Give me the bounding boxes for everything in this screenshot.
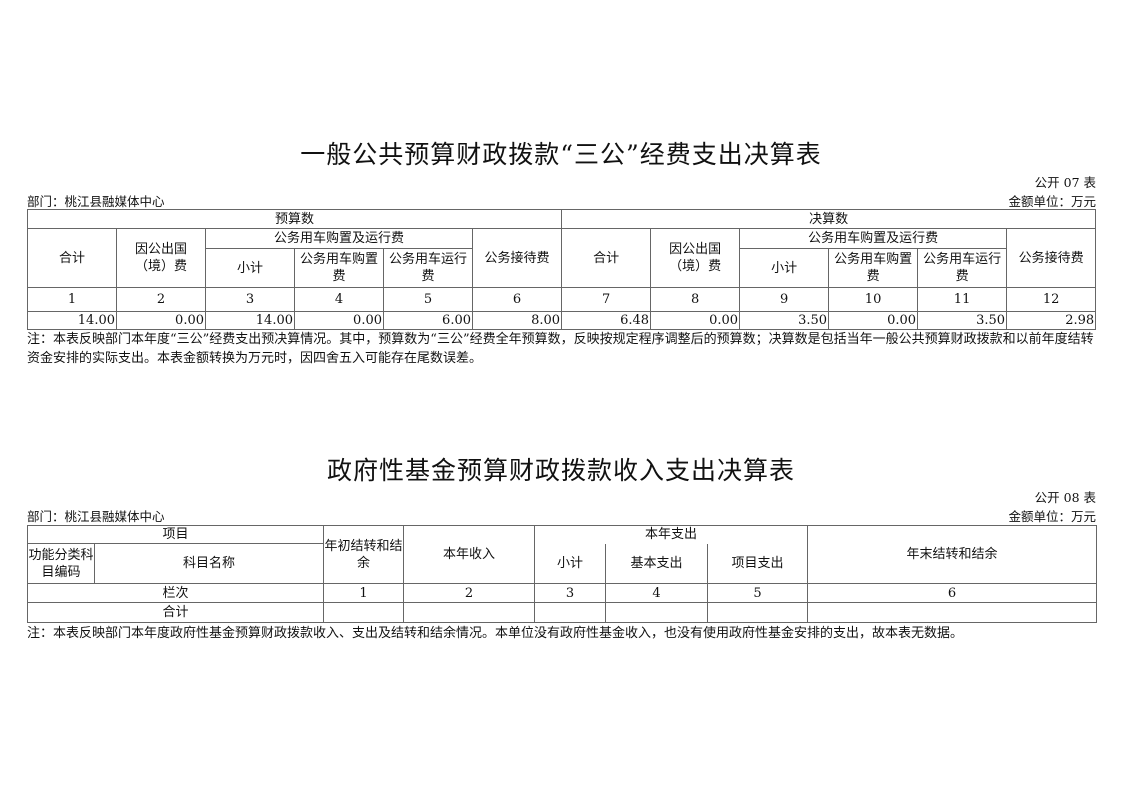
header-income: 本年收入 xyxy=(403,525,536,584)
table1-title: 一般公共预算财政拨款“三公”经费支出决算表 xyxy=(300,140,822,169)
header-end-balance: 年末结转和结余 xyxy=(807,525,1098,584)
final-header: 决算数 xyxy=(561,209,1097,229)
header-reception: 公务接待费 xyxy=(1006,228,1097,288)
value-cell: 2.98 xyxy=(1006,311,1097,330)
value-cell: 3.50 xyxy=(739,311,830,330)
table1-note: 注：本表反映部门本年度“三公”经费支出预决算情况。其中，预算数为“三公”经费全年… xyxy=(27,332,1094,366)
header-item: 项目 xyxy=(26,525,325,544)
header-subtotal: 小计 xyxy=(739,248,830,288)
table2-note: 注：本表反映部门本年度政府性基金预算财政拨款收入、支出及结转和结余情况。本单位没… xyxy=(27,626,964,641)
header-car-purchase: 公务用车购置费 xyxy=(828,248,919,288)
table1-code: 公开 07 表 xyxy=(1034,175,1096,190)
column-number: 8 xyxy=(650,287,741,312)
column-number: 7 xyxy=(561,287,652,312)
column-number: 1 xyxy=(27,287,117,312)
header-car: 公务用车购置及运行费 xyxy=(739,228,1008,249)
column-number: 5 xyxy=(383,287,473,312)
column-number: 2 xyxy=(403,583,536,603)
header-abroad: 因公出国（境）费 xyxy=(116,228,206,288)
column-number: 10 xyxy=(828,287,919,312)
column-number: 3 xyxy=(205,287,295,312)
value-cell: 3.50 xyxy=(917,311,1008,330)
column-number: 2 xyxy=(116,287,206,312)
header-reception: 公务接待费 xyxy=(471,228,563,288)
column-number: 4 xyxy=(605,583,709,603)
header-spending: 本年支出 xyxy=(534,525,809,544)
header-total: 合计 xyxy=(27,228,117,288)
total-label: 合计 xyxy=(26,602,325,623)
table2-title: 政府性基金预算财政拨款收入支出决算表 xyxy=(326,456,795,485)
header-abroad: 因公出国（境）费 xyxy=(650,228,741,288)
header-total: 合计 xyxy=(561,228,652,288)
value-cell: 0.00 xyxy=(294,311,384,330)
column-number: 5 xyxy=(707,583,809,603)
value-cell: 0.00 xyxy=(116,311,206,330)
header-car-purchase: 公务用车购置费 xyxy=(294,248,384,288)
value-cell: 14.00 xyxy=(27,311,117,330)
column-number: 6 xyxy=(807,583,1098,603)
value-cell: 14.00 xyxy=(205,311,295,330)
header-basic: 基本支出 xyxy=(605,543,709,584)
header-project: 项目支出 xyxy=(707,543,809,584)
table2-code: 公开 08 表 xyxy=(1034,490,1096,505)
header-subtotal: 小计 xyxy=(534,543,607,584)
budget-header: 预算数 xyxy=(26,209,563,229)
table1-dept: 部门：桃江县融媒体中心 xyxy=(27,194,165,209)
header-name: 科目名称 xyxy=(93,543,325,584)
table2-unit: 金额单位：万元 xyxy=(1008,509,1096,524)
header-car-running: 公务用车运行费 xyxy=(917,248,1008,288)
value-cell: 6.48 xyxy=(561,311,652,330)
gov-fund-table: 项目 年初结转和结余 本年收入 本年支出 年末结转和结余 功能分类科目编码 科目… xyxy=(26,525,1098,623)
column-number: 12 xyxy=(1006,287,1097,312)
value-cell: 0.00 xyxy=(828,311,919,330)
value-cell: 8.00 xyxy=(471,311,563,330)
column-number: 4 xyxy=(294,287,384,312)
column-number: 9 xyxy=(739,287,830,312)
header-subtotal: 小计 xyxy=(205,248,295,288)
column-number: 11 xyxy=(917,287,1008,312)
header-car-running: 公务用车运行费 xyxy=(383,248,473,288)
table2-dept: 部门：桃江县融媒体中心 xyxy=(27,509,165,524)
three-public-table: 预算数决算数 合计 因公出国（境）费 公务用车购置及运行费 公务接待费 合计 因… xyxy=(26,209,1097,330)
value-cell: 0.00 xyxy=(650,311,741,330)
row-label: 栏次 xyxy=(26,583,325,603)
header-car: 公务用车购置及运行费 xyxy=(205,228,473,249)
table1-unit: 金额单位：万元 xyxy=(1008,194,1096,209)
column-number: 6 xyxy=(471,287,563,312)
column-number: 1 xyxy=(323,583,405,603)
header-code: 功能分类科目编码 xyxy=(27,543,95,584)
header-begin-balance: 年初结转和结余 xyxy=(323,525,405,584)
value-cell: 6.00 xyxy=(383,311,473,330)
column-number: 3 xyxy=(534,583,607,603)
